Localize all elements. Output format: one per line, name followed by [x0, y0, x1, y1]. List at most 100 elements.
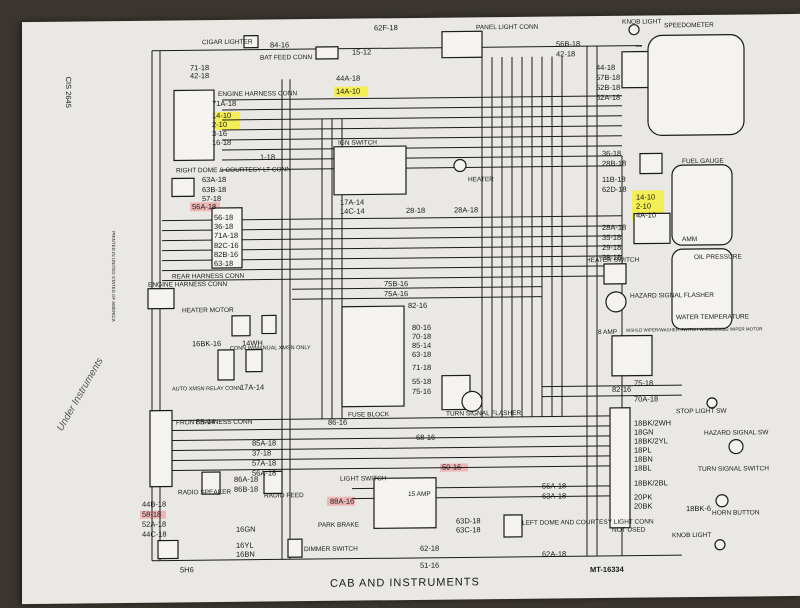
- wire-label: 18BN: [634, 454, 653, 463]
- horn-button-icon: [715, 494, 729, 508]
- wire-label: 16-18: [212, 138, 231, 147]
- wire-label: 63B-18: [202, 185, 226, 194]
- manual-xmsn-connector: [245, 348, 263, 373]
- knob-light-bottom-icon: [714, 539, 726, 551]
- ign-switch-box: [333, 145, 407, 196]
- turn-signal-connector: [609, 407, 631, 529]
- turn-signal-switch-label: TURN SIGNAL SWITCH: [698, 465, 769, 473]
- wire-label: 86A-18: [234, 475, 258, 484]
- fuse-block-box: [341, 305, 405, 408]
- wire-label: 63C-18: [456, 525, 481, 534]
- wire-label: 63D-18: [456, 516, 481, 525]
- fuel-gauge-connector: [639, 152, 663, 175]
- wire-label: 28-18: [406, 206, 425, 215]
- wire-label: 14A-10: [336, 87, 360, 96]
- light-switch-box: [373, 477, 437, 529]
- wire-label: 28B-18: [602, 159, 626, 168]
- oil-temp-gauge-body: [671, 248, 733, 330]
- wire-label: 56A-18: [192, 202, 216, 211]
- dimmer-switch-label: DIMMER SWITCH: [304, 546, 358, 554]
- wire-label: 71-18: [190, 63, 209, 72]
- conn-manual-label: CONN W/MANUAL XMSN ONLY: [230, 345, 311, 352]
- wire-label: 57A-18: [252, 458, 276, 467]
- hazard-signal-switch-icon: [728, 438, 744, 455]
- wire-label: 71A-18: [214, 231, 238, 240]
- wire-label: 56A-18: [542, 481, 566, 490]
- ign-switch-label: IGN SWITCH: [338, 139, 377, 146]
- hazard-flasher-icon: [605, 291, 627, 313]
- panel-light-connector: [441, 30, 483, 59]
- wire-label: 85-14: [412, 341, 431, 350]
- round-components: [453, 24, 744, 551]
- wire-label: 57B-18: [596, 73, 620, 82]
- fuse-block-label: FUSE BLOCK: [348, 411, 390, 418]
- wire-label: 42-18: [556, 49, 575, 58]
- amm-label: AMM: [682, 236, 697, 243]
- bat-feed-label: BAT FEED CONN: [260, 54, 312, 62]
- wire-label: 35-18: [602, 233, 621, 242]
- engine-harness-connector-top: [173, 89, 215, 162]
- cigar-lighter-label: CIGAR LIGHTER: [202, 39, 253, 47]
- wire-label: 84-16: [270, 40, 289, 49]
- wire-label: 58-18: [142, 510, 161, 519]
- rear-harness-connector: [211, 207, 243, 269]
- wire-label: 18PL: [634, 445, 652, 454]
- highlight-88A-16: [327, 496, 355, 506]
- not-used-label: NOT USED: [612, 527, 646, 534]
- wire-label: 17A-14: [340, 197, 364, 206]
- highlight-14A-10: [334, 86, 368, 97]
- wire-label: 70-18: [412, 332, 431, 341]
- wiper-switch-box: [611, 334, 653, 377]
- print-note: PRINTED IN UNITED STATES OF AMERICA: [111, 231, 116, 322]
- turn-flasher-label: TURN SIGNAL FLASHER: [446, 410, 522, 418]
- component-boxes: [147, 30, 745, 560]
- wire-label: 52A-18: [596, 93, 620, 102]
- hazard-signal-sw-label: HAZARD SIGNAL SW: [704, 429, 769, 437]
- wire-label: 70A-18: [634, 394, 658, 403]
- stop-light-label: STOP LIGHT SW: [676, 408, 727, 416]
- dimmer-switch-box: [287, 538, 303, 558]
- wire-label: 63-18: [412, 350, 431, 359]
- wire-label: 63A-18: [202, 175, 226, 184]
- wire-label: 15-12: [352, 47, 371, 56]
- wiper-switch-label: WSHLD WIPER/WASHER SWITCH W/400063CB2 WI…: [626, 326, 763, 332]
- auto-xmsn-label: AUTO XMSN RELAY CONN: [172, 386, 241, 393]
- knob-light-bottom-label: KNOB LIGHT: [672, 532, 711, 539]
- wire-label: 57-18: [202, 194, 221, 203]
- stop-light-switch-icon: [706, 397, 718, 409]
- amm-connector: [633, 212, 671, 245]
- part-number: MT-16334: [590, 565, 625, 574]
- wire-label: 63A-18: [542, 491, 566, 500]
- wire-label: 75A-16: [384, 289, 408, 298]
- wire-label: 44A-18: [336, 74, 360, 83]
- wire-label: 75-18: [634, 378, 653, 387]
- wire-label: 62F-18: [374, 23, 398, 32]
- radio-feed-connector: [263, 470, 283, 495]
- wire-label: 44C-18: [142, 530, 167, 539]
- wire-label: 82C-16: [214, 241, 239, 250]
- highlight-14-10: [210, 111, 240, 122]
- wire-labels: 84-16 15-12 62F-18 56B-18 42-18 71-18 42…: [142, 23, 711, 574]
- wire-label: 85A-18: [252, 438, 276, 447]
- wire-label: 28A-18: [602, 223, 626, 232]
- wire-label: 88A-16: [330, 497, 354, 506]
- wire-label: 80-16: [412, 323, 431, 332]
- wire-label: 16GN: [236, 525, 256, 534]
- oil-pressure-label: OIL PRESSURE: [694, 254, 742, 262]
- cigar-lighter-box: [243, 34, 259, 49]
- wire-label: 56B-18: [556, 39, 580, 48]
- wire-label: 18BK/2WH: [634, 418, 671, 427]
- front-harness-connector: [149, 409, 173, 488]
- wire-label: 44B-18: [142, 500, 166, 509]
- wire-label: 18BK-6: [686, 504, 711, 513]
- wire-label: 62A-18: [542, 549, 566, 558]
- wire-label: 86B-18: [234, 485, 258, 494]
- wire-label: 63-18: [214, 259, 233, 268]
- doc-number: CIS 2645: [64, 77, 73, 108]
- wire-label: 36-18: [214, 222, 233, 231]
- wire-label: 14WH: [242, 339, 263, 348]
- wire-label: 4A-10: [636, 210, 656, 219]
- wire-label: 71A-18: [212, 99, 236, 108]
- wire-label: 44-18: [596, 63, 615, 72]
- left-dome-label: LEFT DOME AND COURTESY LIGHT CONN: [522, 518, 654, 526]
